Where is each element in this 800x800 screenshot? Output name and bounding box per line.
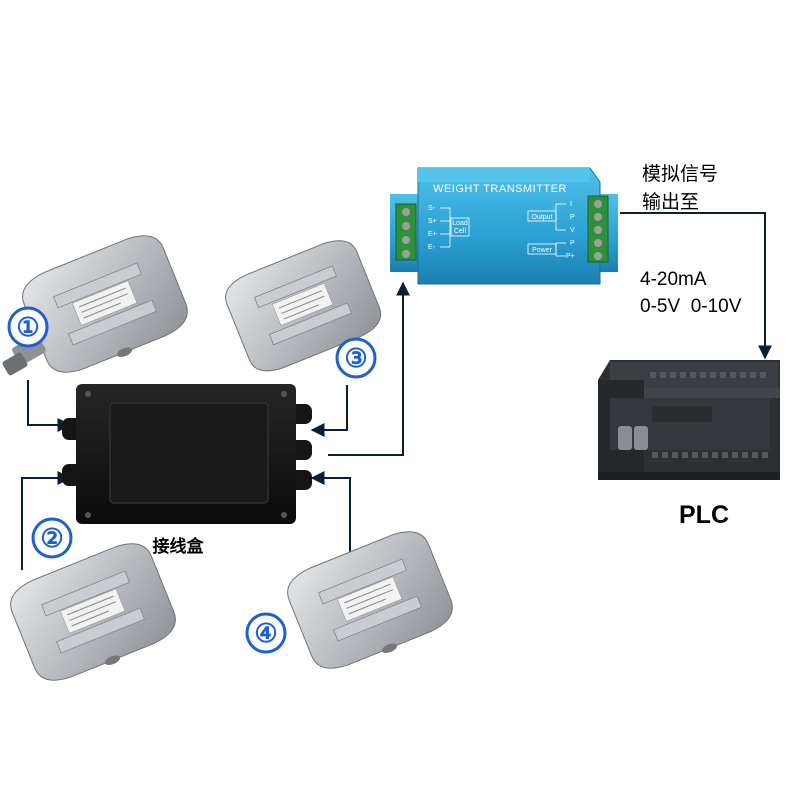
signal-output-label-line2: 输出至 <box>642 191 699 213</box>
wires <box>21 212 772 575</box>
range-label-line1: 4-20mA <box>640 269 707 290</box>
transmitter-title: WEIGHT TRANSMITTER <box>433 183 567 195</box>
wire-sensor-3 <box>310 385 348 437</box>
output-pin: I <box>570 201 572 208</box>
s-type-load-cell-icon <box>225 240 382 372</box>
sensor-2 <box>10 543 176 681</box>
load-cell-label-1: Load <box>452 220 468 227</box>
plc-icon <box>598 360 780 480</box>
s-type-load-cell-icon <box>22 235 188 373</box>
input-pin-brackets <box>440 207 470 248</box>
wire-transmitter-to-plc <box>620 212 772 360</box>
transmitter-output-pins: I P V P P+ <box>566 201 575 260</box>
s-type-load-cell-icon <box>10 543 176 681</box>
range-label-line2: 0-5V 0-10V <box>640 296 742 317</box>
input-pin: S+ <box>428 218 437 225</box>
wire-box-to-transmitter <box>328 281 410 456</box>
output-pin: P <box>570 214 575 221</box>
weight-transmitter-icon <box>390 167 618 285</box>
output-pin-brackets <box>527 203 566 257</box>
sensor-4 <box>287 531 453 669</box>
wire-sensor-1 <box>27 380 72 432</box>
badge-4: ④ <box>245 612 287 654</box>
s-type-load-cell-icon <box>287 531 453 669</box>
badge-2: ② <box>31 517 73 559</box>
sensor-3 <box>225 240 382 372</box>
wire-sensor-2 <box>21 471 72 570</box>
transmitter-input-pins: S- S+ E+ E- <box>428 205 437 251</box>
output-pin: V <box>570 227 575 234</box>
svg-text:④: ④ <box>254 618 277 648</box>
plc-label: PLC <box>679 501 729 529</box>
input-pin: E- <box>428 244 436 251</box>
output-group-label: Output <box>531 214 552 221</box>
output-pin: P <box>570 240 575 247</box>
junction-box-label: 接线盒 <box>153 536 205 557</box>
badge-1: ① <box>7 306 49 348</box>
wire-sensor-4 <box>310 471 351 575</box>
load-cell-label-2: Cell <box>454 228 467 235</box>
signal-output-label-line1: 模拟信号 <box>642 163 718 185</box>
sensor-1 <box>22 235 188 373</box>
badge-3: ③ <box>335 337 377 379</box>
input-pin: E+ <box>428 231 437 238</box>
svg-text:①: ① <box>16 312 39 342</box>
junction-box-icon <box>62 384 312 524</box>
svg-text:③: ③ <box>344 343 367 373</box>
input-pin: S- <box>428 205 436 212</box>
output-pin: P+ <box>566 253 575 260</box>
power-group-label: Power <box>532 247 553 254</box>
svg-text:②: ② <box>40 523 63 553</box>
